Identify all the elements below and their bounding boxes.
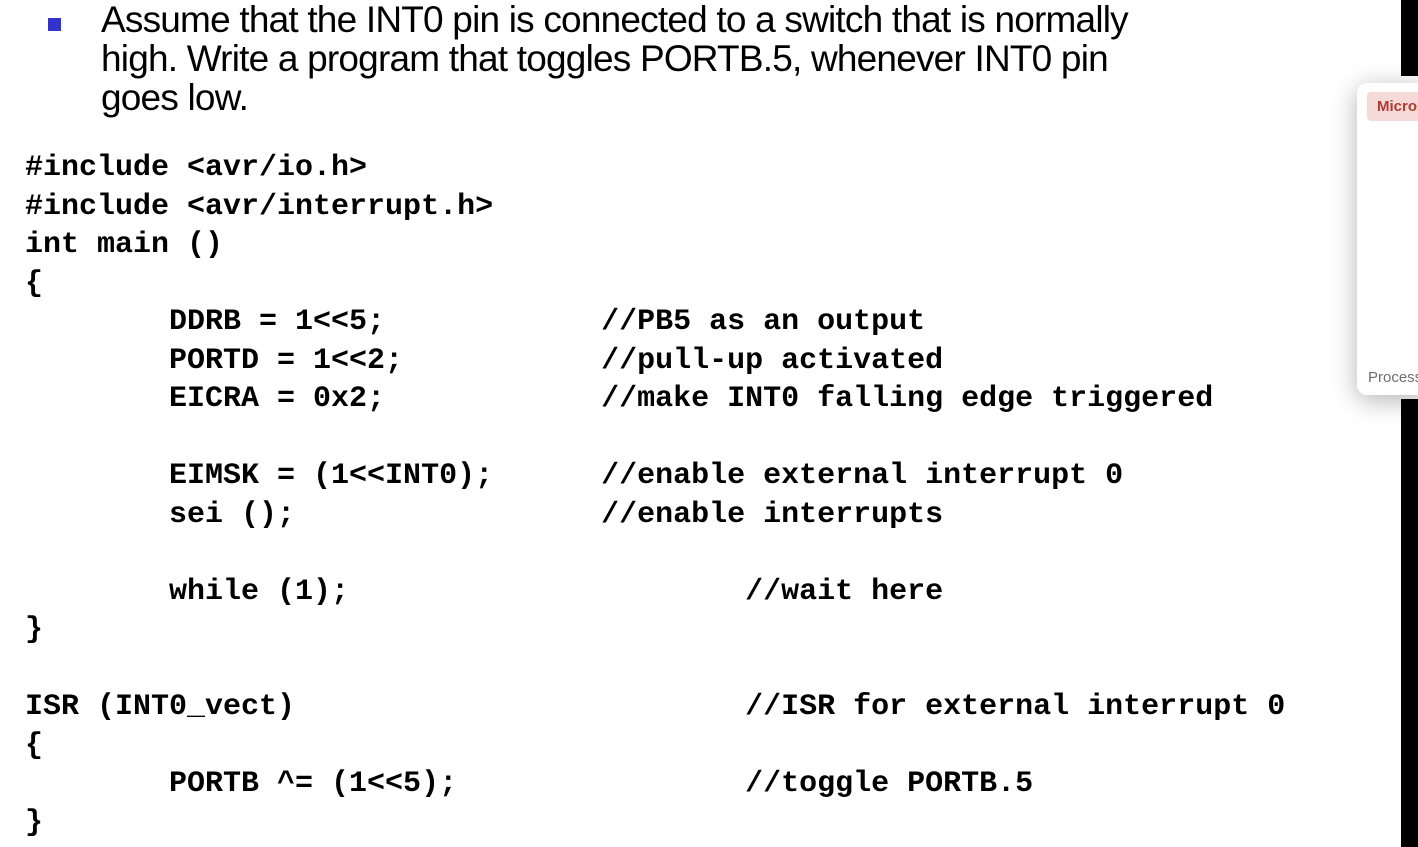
screen-edge-strip-bottom [1401, 399, 1418, 847]
slide-bullet-text: Assume that the INT0 pin is connected to… [101, 0, 1129, 118]
popup-title-badge: Micros [1367, 92, 1418, 121]
code-block: #include <avr/io.h> #include <avr/interr… [25, 151, 1286, 840]
popup-card: Micros Processin [1357, 83, 1418, 395]
screen-edge-strip-top [1401, 0, 1418, 76]
popup-status-text: Processin [1368, 369, 1418, 386]
bullet-square-icon [48, 18, 61, 31]
